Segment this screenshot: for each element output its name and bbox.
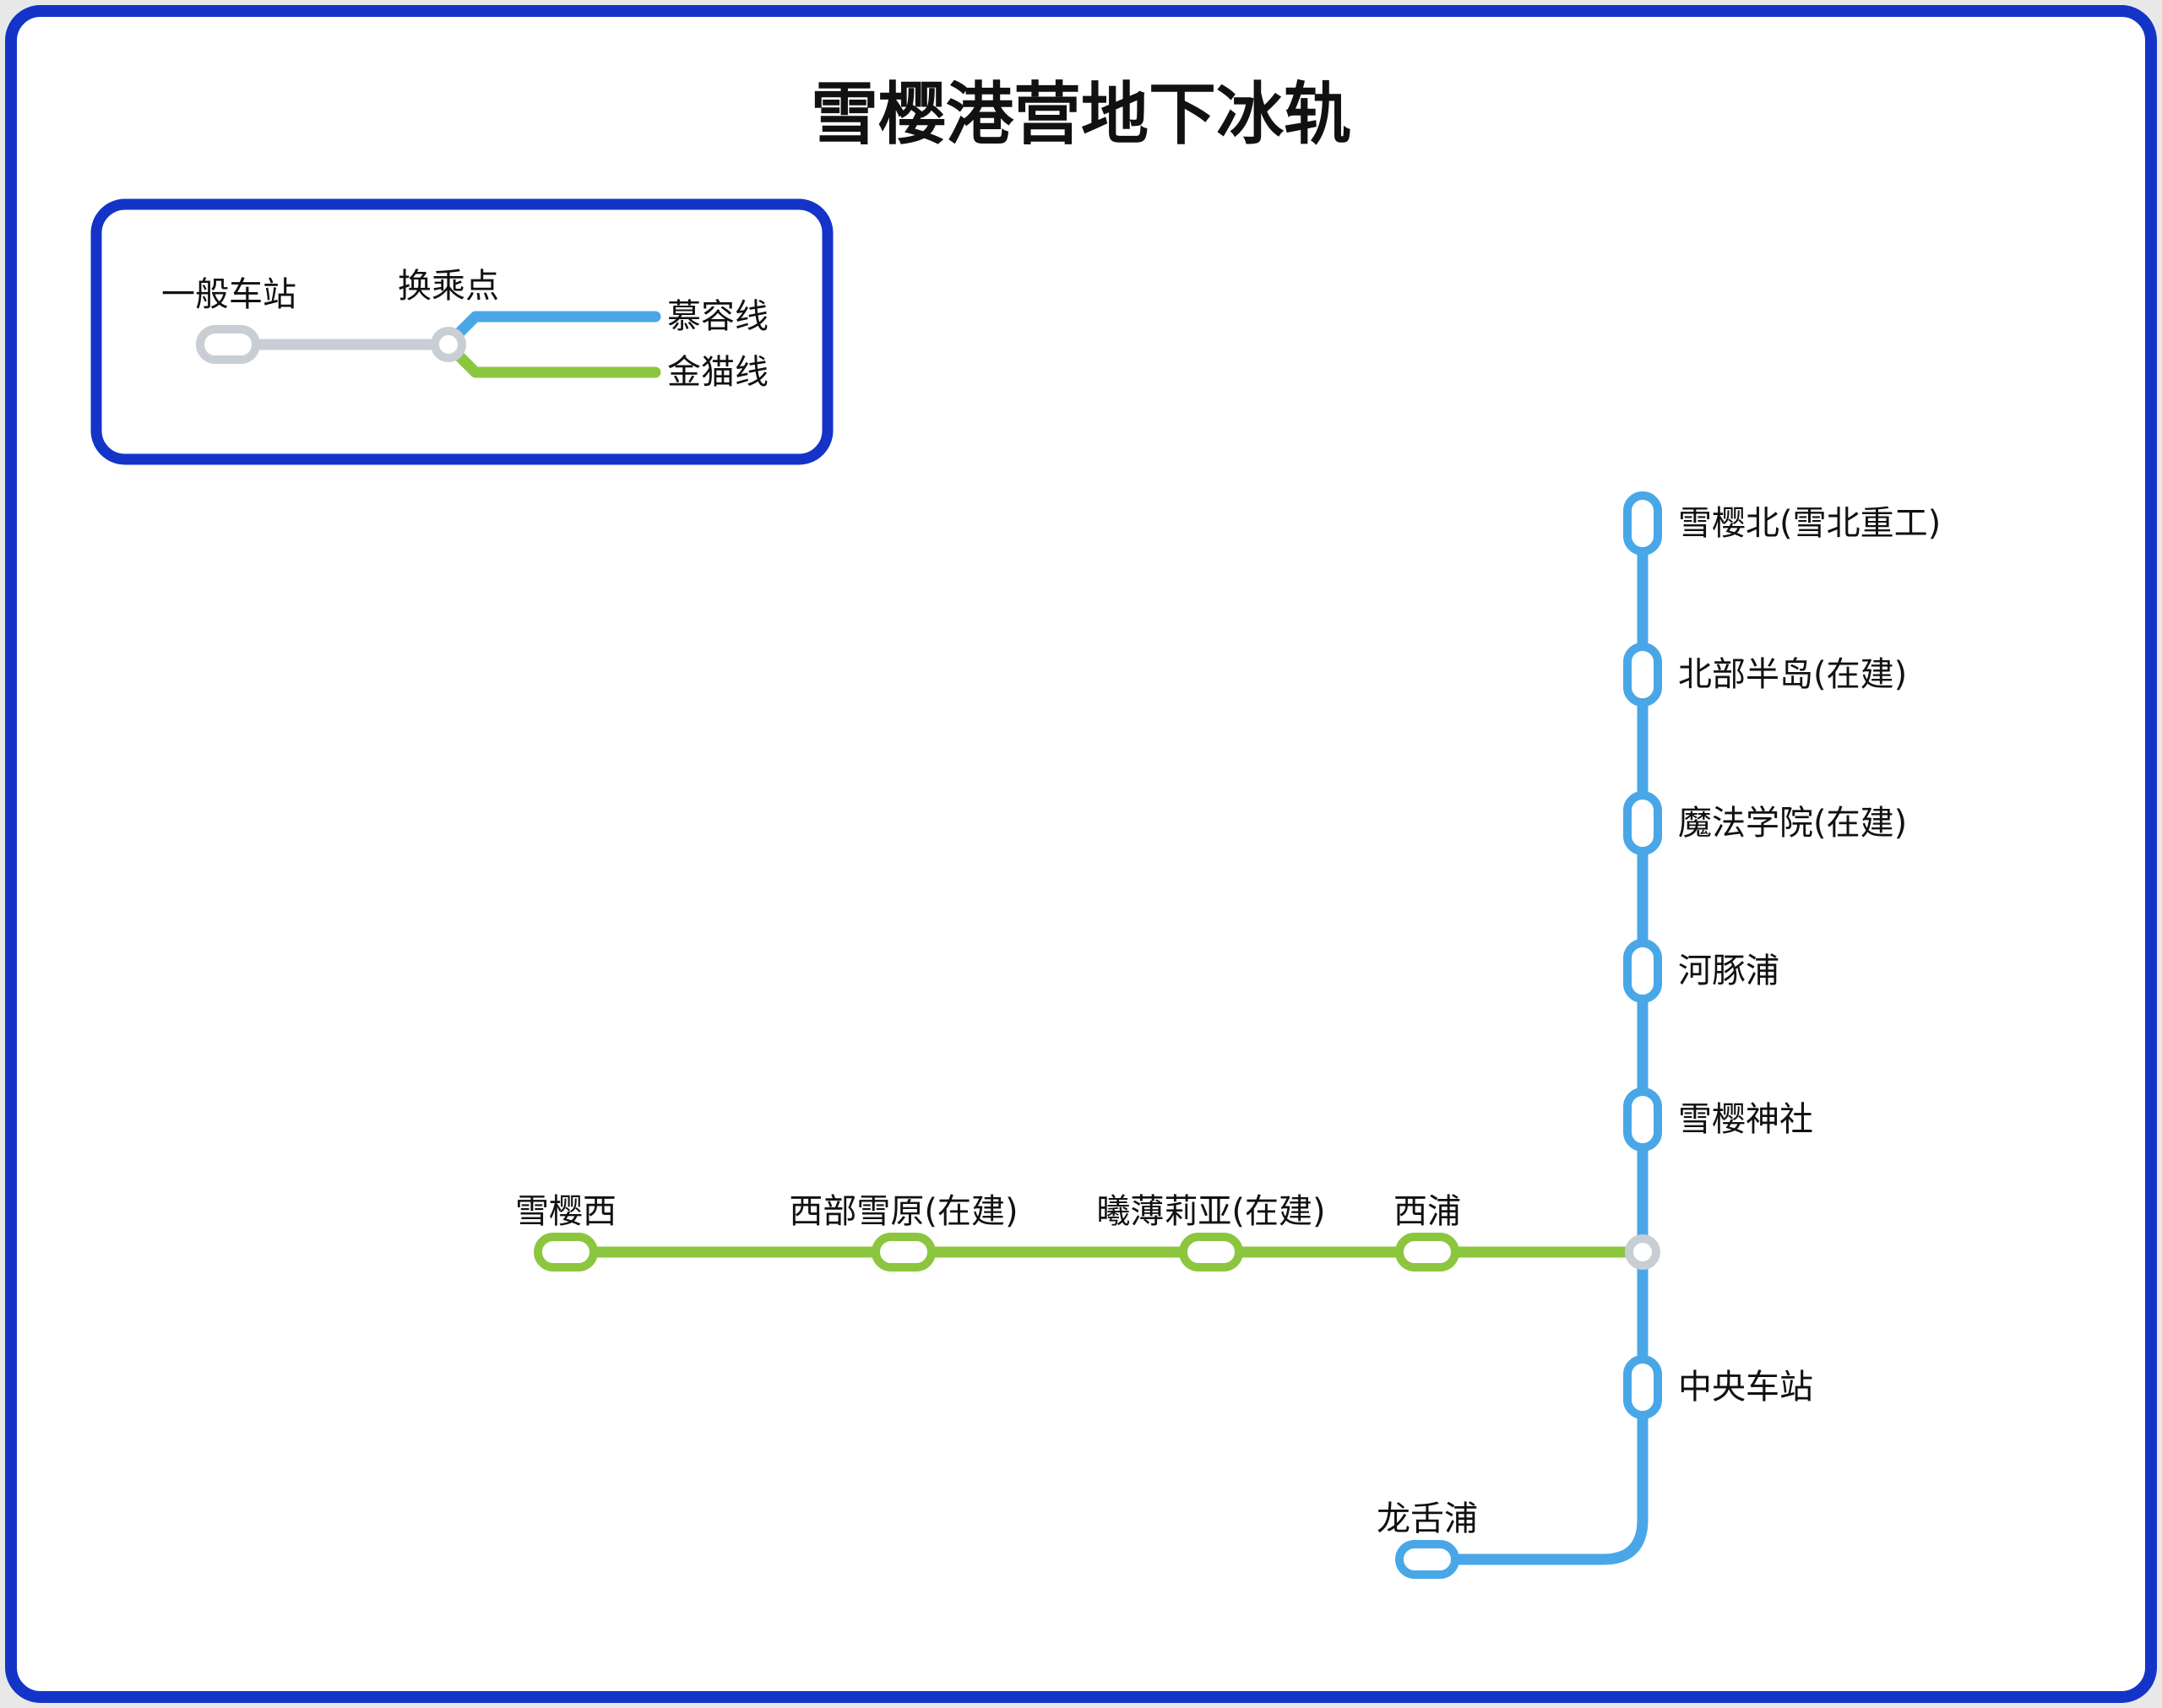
legend-line-label-murong: 慕容线 bbox=[667, 297, 769, 336]
station-label: 曦薄莉亚(在建) bbox=[1096, 1192, 1325, 1231]
legend-line-label-jinmao: 金猫线 bbox=[667, 353, 769, 392]
station-marker bbox=[1623, 643, 1662, 707]
station-label: 西部雪原(在建) bbox=[789, 1192, 1018, 1231]
station-label: 北部半岛(在建) bbox=[1678, 655, 1907, 694]
station-marker bbox=[1623, 939, 1662, 1003]
station-label: 龙舌浦 bbox=[1377, 1499, 1478, 1538]
station-marker bbox=[872, 1233, 936, 1272]
station-marker bbox=[1179, 1233, 1243, 1272]
station-label: 河豚浦 bbox=[1678, 952, 1779, 990]
station-marker bbox=[1623, 791, 1662, 855]
station-label: 西浦 bbox=[1393, 1192, 1461, 1231]
station-label: 魔法学院(在建) bbox=[1678, 804, 1907, 843]
station-marker bbox=[534, 1233, 598, 1272]
station-label: 雪樱北(雪北重工) bbox=[1678, 504, 1941, 543]
station-label: 雪樱神社 bbox=[1678, 1100, 1813, 1139]
station-label: 雪樱西 bbox=[515, 1192, 617, 1231]
station-marker bbox=[1395, 1233, 1459, 1272]
station-marker bbox=[1623, 1087, 1662, 1152]
station-label: 中央车站 bbox=[1678, 1368, 1813, 1407]
station-marker bbox=[1623, 1355, 1662, 1419]
map-title: 雪樱港营地下冰轨 bbox=[811, 74, 1351, 154]
transfer-point-marker bbox=[1625, 1234, 1660, 1270]
legend-regular-station-marker bbox=[196, 325, 260, 364]
station-marker bbox=[1623, 491, 1662, 556]
station-marker bbox=[1395, 1540, 1459, 1579]
legend-transfer-point-marker bbox=[431, 327, 466, 362]
legend-regular-station-label: 一般车站 bbox=[161, 275, 296, 314]
line-murong bbox=[1421, 492, 1649, 1565]
legend-transfer-label: 换乘点 bbox=[398, 267, 499, 306]
